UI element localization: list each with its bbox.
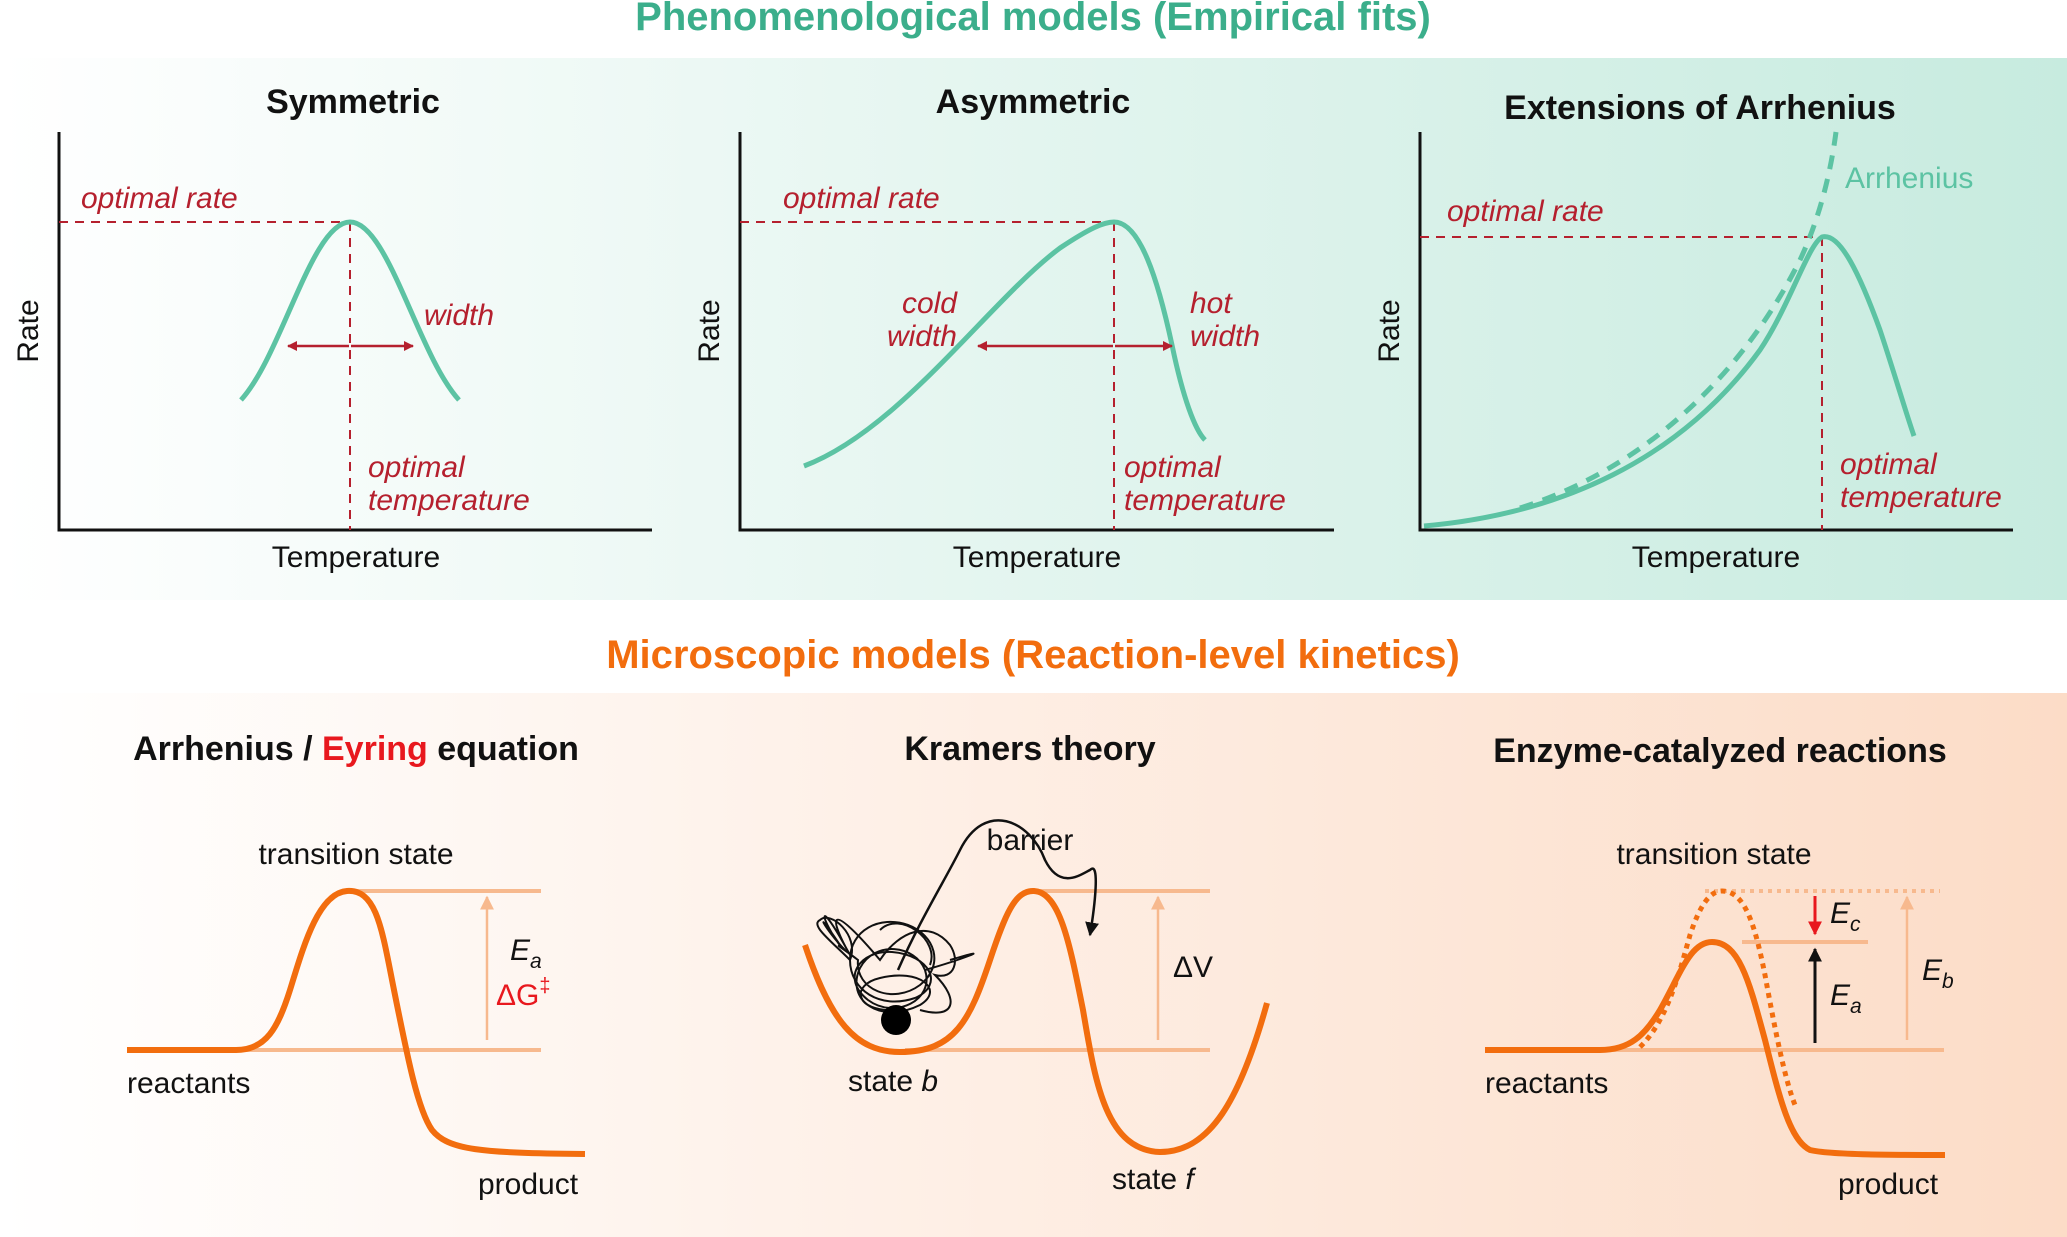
potential-curve [802, 888, 1270, 1156]
arrhenius-label: Arrhenius [1845, 162, 1973, 195]
phenomenological-background [0, 58, 2067, 600]
particle [881, 1005, 911, 1035]
title-part-3: equation [428, 730, 579, 768]
ec-subscript: c [1850, 913, 1861, 936]
hot-width-label-2: width [1190, 320, 1260, 353]
optimal-rate-label: optimal rate [81, 182, 238, 215]
dv-label: ΔV [1173, 951, 1213, 984]
delta-g-superscript: ‡ [539, 975, 550, 997]
eb-symbol: E [1922, 954, 1943, 987]
catalyzed-curve [1485, 938, 1946, 1158]
ea-subscript: a [1850, 995, 1862, 1018]
phenomenological-title: Phenomenological models (Empirical fits) [635, 0, 1431, 39]
optimal-temperature-label-2: temperature [1124, 484, 1286, 517]
optimal-temperature-label-1: optimal [368, 451, 466, 484]
dv-symbol: ΔV [1173, 951, 1213, 984]
optimal-rate-label: optimal rate [1447, 195, 1604, 228]
optimal-temperature-label-2: temperature [368, 484, 530, 517]
title-part-1: Arrhenius / [133, 730, 322, 768]
optimal-temperature-label-1: optimal [1124, 451, 1222, 484]
ea-subscript: a [530, 950, 542, 973]
cold-width-label-1: cold [902, 287, 958, 320]
x-axis-label: Temperature [953, 541, 1121, 574]
y-axis-label: Rate [1373, 299, 1406, 362]
eb-subscript: b [1942, 970, 1954, 993]
panel-enzyme-catalyzed: Enzyme-catalyzed reactions transition st… [1485, 732, 1954, 1201]
panel-title: Symmetric [266, 83, 440, 121]
rate-curve [803, 219, 1207, 469]
eb-label: Eb [1922, 954, 1954, 993]
panel-symmetric: Symmetric Temperature Rate optimal rate … [12, 83, 652, 574]
state-f-variable: f [1185, 1163, 1196, 1196]
microscopic-title: Microscopic models (Reaction-level kinet… [606, 633, 1460, 677]
x-axis-label: Temperature [272, 541, 440, 574]
ea-symbol: E [1830, 979, 1851, 1012]
optimal-temperature-label-1: optimal [1840, 448, 1938, 481]
delta-g-symbol: ΔG [496, 979, 539, 1012]
state-f-text: state [1112, 1163, 1177, 1196]
axes [57, 132, 652, 532]
cold-width-label-2: width [887, 320, 957, 353]
ea-label: Ea [1830, 979, 1862, 1018]
panel-title: Kramers theory [904, 730, 1155, 768]
width-label: width [424, 299, 494, 332]
barrier-crossing-arrow [896, 819, 1099, 971]
microscopic-background [0, 693, 2067, 1237]
uncatalyzed-curve [1638, 888, 1798, 1106]
hot-width-label-1: hot [1190, 287, 1233, 320]
product-label: product [1838, 1168, 1939, 1201]
state-b-label: state b [848, 1065, 938, 1098]
ea-symbol: E [510, 934, 531, 967]
state-b-variable: b [921, 1065, 938, 1098]
panel-kramers-theory: Kramers theory barrier ΔV state b state … [802, 730, 1270, 1196]
axes [1418, 132, 2013, 532]
product-label: product [478, 1168, 579, 1201]
delta-g-label: ΔG‡ [496, 975, 551, 1012]
ea-label: Ea [510, 934, 542, 973]
y-axis-label: Rate [12, 299, 45, 362]
ec-symbol: E [1830, 897, 1851, 930]
transition-state-label: transition state [258, 838, 453, 871]
panel-asymmetric: Asymmetric Temperature Rate optimal rate… [693, 83, 1334, 574]
state-b-text: state [848, 1065, 913, 1098]
rate-curve [1423, 234, 1917, 529]
reactants-label: reactants [127, 1067, 250, 1100]
barrier-label: barrier [987, 824, 1074, 857]
rate-curve [239, 219, 461, 402]
state-f-label: state f [1112, 1163, 1196, 1196]
energy-curve [127, 887, 586, 1157]
panel-title: Enzyme-catalyzed reactions [1493, 732, 1947, 770]
optimal-rate-label: optimal rate [783, 182, 940, 215]
panel-title: Arrhenius / Eyring equation [133, 730, 579, 768]
panel-title: Asymmetric [936, 83, 1131, 121]
y-axis-label: Rate [693, 299, 726, 362]
panel-title: Extensions of Arrhenius [1504, 89, 1896, 127]
panel-arrhenius-eyring: Arrhenius / Eyring equation transition s… [127, 730, 586, 1201]
arrhenius-dashed-curve [1519, 131, 1839, 511]
transition-state-label: transition state [1616, 838, 1811, 871]
panel-extensions-of-arrhenius: Extensions of Arrhenius Temperature Rate… [1373, 89, 2013, 574]
title-part-eyring: Eyring [322, 730, 428, 768]
reactants-label: reactants [1485, 1067, 1608, 1100]
axes [738, 132, 1334, 532]
ec-label: Ec [1830, 897, 1861, 936]
x-axis-label: Temperature [1632, 541, 1800, 574]
optimal-temperature-label-2: temperature [1840, 481, 2002, 514]
